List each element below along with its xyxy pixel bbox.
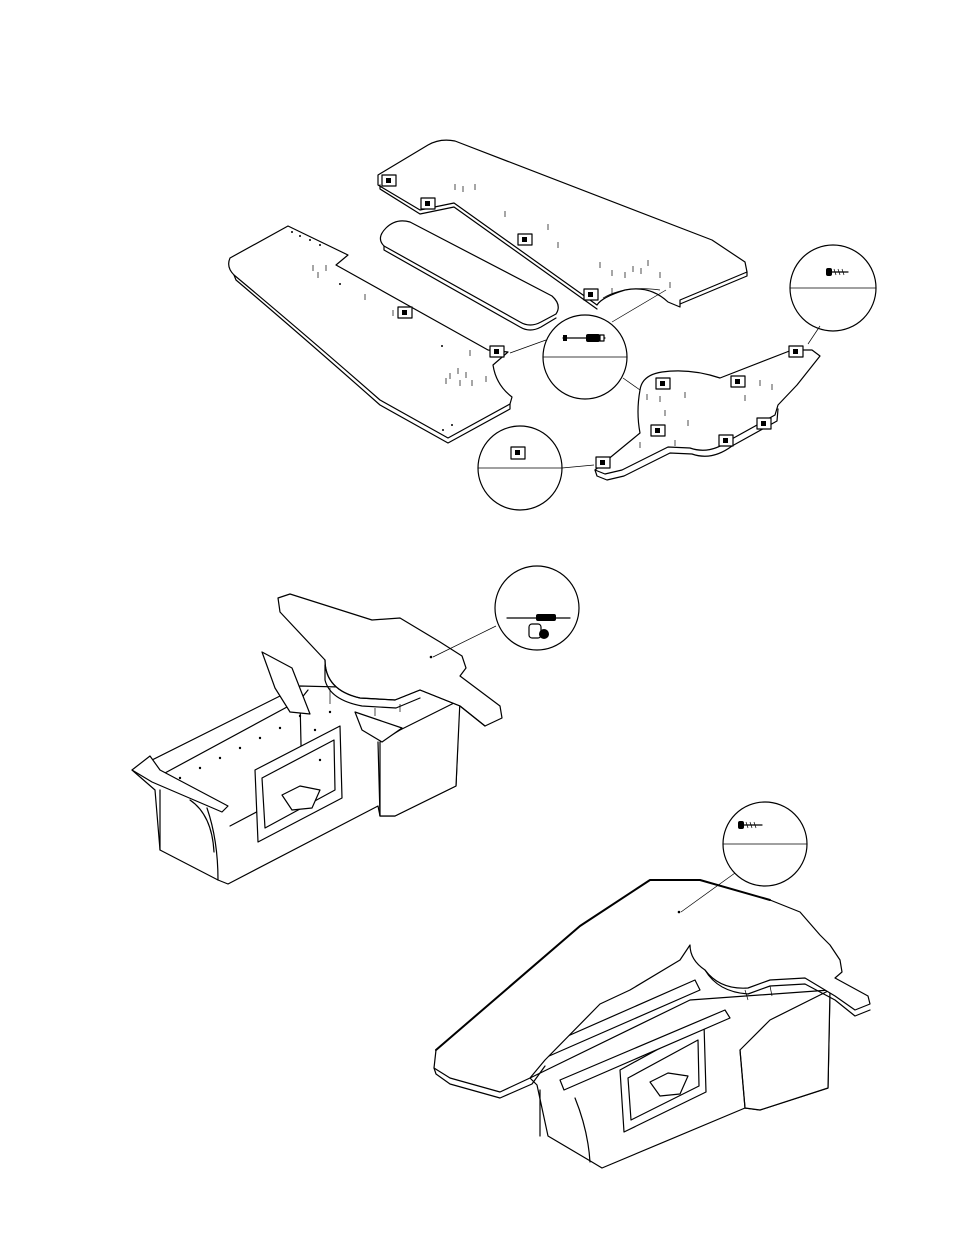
- screw-detail-callout: [790, 245, 876, 344]
- bracket: [731, 376, 745, 387]
- right-top-panel: [378, 140, 747, 309]
- connector-cam-callout: [433, 566, 579, 657]
- center-top-panel: [595, 346, 820, 480]
- center-top-assembly: [132, 566, 579, 884]
- bracket: [421, 198, 435, 209]
- bracket: [757, 418, 771, 429]
- square-bracket-callout: [478, 426, 594, 510]
- square-bracket-icon: [511, 447, 525, 459]
- bracket: [398, 307, 412, 318]
- bracket: [596, 457, 610, 468]
- bracket: [719, 435, 733, 446]
- bracket: [789, 346, 803, 357]
- bracket: [656, 378, 670, 389]
- bracket: [490, 346, 504, 357]
- bracket: [382, 175, 396, 186]
- bracket: [518, 234, 532, 245]
- bracket: [584, 289, 598, 300]
- bracket: [651, 425, 665, 436]
- exploded-desktop-panels: [229, 140, 876, 510]
- full-desk-assembly: [434, 802, 870, 1168]
